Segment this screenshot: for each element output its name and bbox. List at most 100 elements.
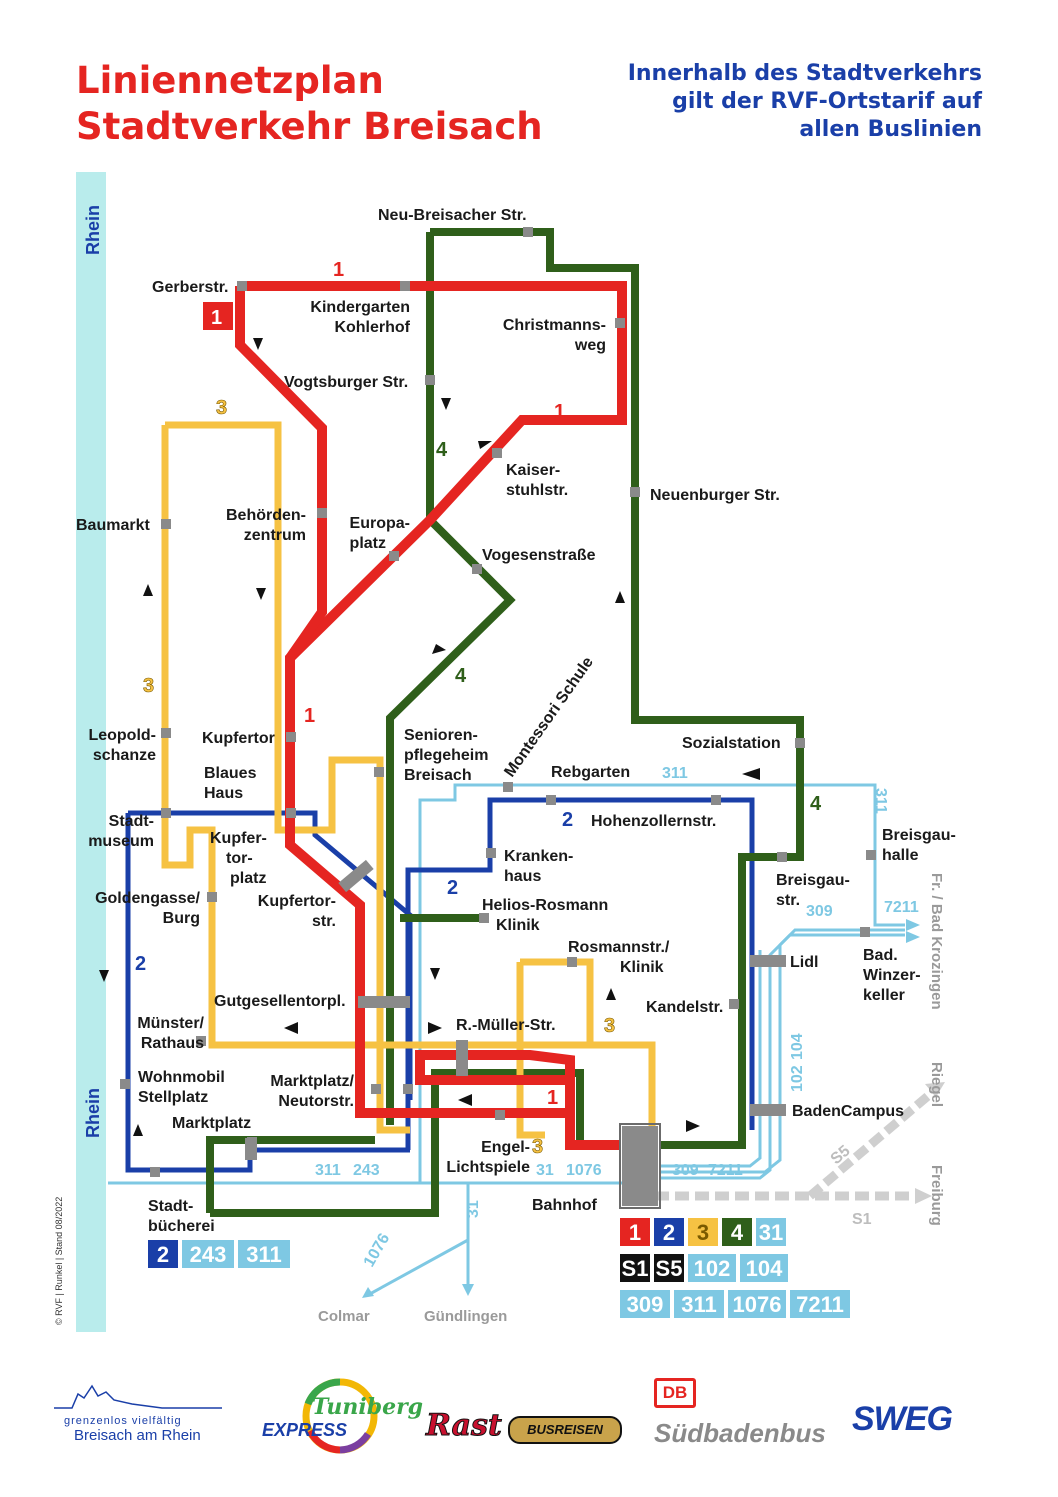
logo-rast-busreisen: Rast BUSREISEN [426, 1408, 622, 1444]
stop-breisgaustr-l1: Breisgau- [776, 872, 850, 889]
legend-badge [620, 1290, 670, 1318]
route-311-label-side: 311 [872, 788, 889, 814]
legend-badge-label: 1 [629, 1220, 641, 1245]
line-4 [206, 228, 804, 1217]
stop-marker [403, 1084, 413, 1094]
stop-marker-wide [358, 996, 410, 1008]
stop-marker [729, 999, 739, 1009]
line-1-terminal-badge [203, 302, 233, 330]
legend-badge-label: S1 [622, 1256, 649, 1281]
stop-rosmannstr-l1: Rosmannstr./ [568, 939, 670, 956]
stop-marker [492, 448, 502, 458]
stop-marker [495, 1110, 505, 1120]
stop-marker [546, 795, 556, 805]
line-label-1-badge: 1 [211, 307, 222, 329]
stop-kupfertorplatz-l1: Kupfer- [210, 830, 267, 847]
legend-badge [182, 1240, 234, 1268]
stop-marker [479, 913, 489, 923]
stop-vogesenstrasse: Vogesenstraße [482, 547, 596, 564]
busreisen-word: BUSREISEN [508, 1416, 622, 1444]
stop-marker [503, 782, 513, 792]
stop-marker [286, 808, 296, 818]
stop-marker [425, 375, 435, 385]
route-104-label: 104 [789, 1033, 806, 1060]
breisach-name: Breisach am Rhein [74, 1427, 201, 1444]
route-7211-label-bottom: 7211 [708, 1162, 743, 1179]
stop-r-mueller-str: R.-Müller-Str. [456, 1017, 556, 1034]
stop-marker [389, 551, 399, 561]
regional-lines [108, 783, 920, 1298]
stop-marker [120, 1079, 130, 1089]
legend-badge-label: 7211 [796, 1292, 844, 1317]
legend-badge [722, 1218, 752, 1246]
line-label-3-left: 3 [143, 675, 154, 697]
title-line-2: Stadtverkehr Breisach [76, 105, 543, 148]
line-label-4-top: 4 [436, 439, 448, 461]
line-label-1-bottom: 1 [547, 1087, 558, 1109]
legend-badge-label: 311 [246, 1242, 282, 1267]
stop-marktplatz: Marktplatz [172, 1115, 251, 1132]
destination-guendlingen: Gündlingen [424, 1308, 507, 1325]
legend-badge [688, 1254, 736, 1282]
stop-marker-wide [750, 955, 786, 967]
tuniberg-word: Tuniberg [312, 1394, 424, 1420]
stop-wohnmobil-l1: Wohnmobil [138, 1069, 225, 1086]
line-label-2-top: 2 [562, 809, 573, 831]
stop-stadtbuecherei-l2: bücherei [148, 1218, 215, 1235]
stop-marker [374, 767, 384, 777]
rainbow-ring-icon [302, 1378, 378, 1454]
express-word: EXPRESS [262, 1420, 348, 1440]
stop-marker [237, 281, 247, 291]
legend-badge [620, 1218, 650, 1246]
destination-freiburg: Freiburg [928, 1165, 945, 1226]
stop-europaplatz-l2: platz [350, 535, 386, 552]
stop-marker [161, 808, 171, 818]
stop-goldengasse-l2: Burg [163, 910, 200, 927]
river-label-top: Rhein [83, 205, 103, 255]
legend-badge-label: 311 [681, 1292, 717, 1317]
title-line-1: Liniennetzplan [76, 59, 384, 102]
line-label-2-mid: 2 [447, 877, 458, 899]
stop-christmannsweg-l1: Christmanns- [503, 317, 606, 334]
rail-lines [655, 1082, 945, 1204]
bahnhof-outline [619, 1123, 661, 1209]
legend-badge [238, 1240, 290, 1268]
rast-word: Rast [426, 1408, 503, 1444]
copyright: © RVF | Runkel | Stand 08/2022 [54, 1197, 64, 1325]
line-label-3-bottom: 3 [532, 1136, 543, 1158]
line-label-4-right: 4 [810, 793, 822, 815]
stop-breisgauhalle-l1: Breisgau- [882, 827, 956, 844]
stop-marker [711, 795, 721, 805]
route-1076-label: 1076 [566, 1162, 602, 1179]
stop-marker-wide [750, 1104, 786, 1116]
stop-seniorenpflegeheim-l3: Breisach [404, 767, 472, 784]
legend-badge [654, 1254, 684, 1282]
tariff-notice: Innerhalb des Stadtverkehrs gilt der RVF… [628, 60, 982, 144]
map-title: Liniennetzplan Stadtverkehr Breisach [76, 58, 543, 150]
route-243-label: 243 [353, 1162, 380, 1179]
stop-rebgarten: Rebgarten [551, 764, 630, 781]
stop-blaues-haus-l1: Blaues [204, 765, 257, 782]
stop-engel-l1: Engel- [481, 1139, 530, 1156]
breisach-tagline: grenzenlos vielfältig [64, 1415, 182, 1427]
stop-goldengasse-l1: Goldengasse/ [95, 890, 200, 907]
stop-bad-winzerkeller-l2: Winzer- [863, 967, 921, 984]
stop-krankenhaus-l1: Kranken- [504, 848, 573, 865]
legend-badge-label: S5 [656, 1256, 683, 1281]
route-1076-label-diagonal: 1076 [361, 1231, 394, 1270]
legend-badge-label: 2 [157, 1242, 169, 1267]
notice-line-1: Innerhalb des Stadtverkehrs [627, 61, 982, 86]
stop-neuenburger-str: Neuenburger Str. [650, 487, 780, 504]
stop-engel-l2: Lichtspiele [446, 1159, 530, 1176]
stop-marker [150, 1167, 160, 1177]
stop-europaplatz-l1: Europa- [350, 515, 410, 532]
suedbadenbus-word: Südbadenbus [654, 1418, 826, 1448]
logo-breisach: grenzenlos vielfältig Breisach am Rhein [52, 1380, 224, 1444]
stop-marker [161, 728, 171, 738]
stop-kupfertorstr-l2: str. [312, 913, 336, 930]
stop-marker [400, 281, 410, 291]
legend-badge-label: 31 [759, 1220, 783, 1245]
stop-rosmannstr-l2: Klinik [620, 959, 664, 976]
